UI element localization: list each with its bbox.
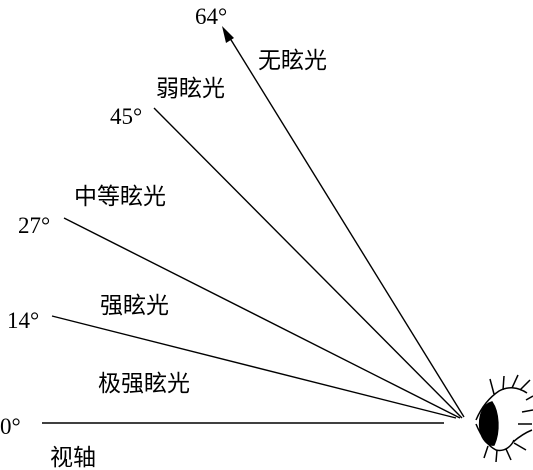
angle-label-0: 0° [0, 414, 21, 439]
ray-27-degree [63, 217, 461, 419]
zone-label-medium: 中等眩光 [74, 184, 166, 210]
ray-45-degree [153, 107, 463, 419]
angle-label-64: 64° [195, 4, 227, 29]
angle-label-14: 14° [7, 308, 39, 333]
arrow-head-icon [222, 26, 234, 43]
zone-label-none: 无眩光 [258, 48, 327, 74]
eye-icon [475, 374, 533, 463]
zone-label-very-strong: 极强眩光 [98, 371, 190, 397]
zone-label-weak: 弱眩光 [156, 76, 225, 102]
ray-14-degree [51, 315, 457, 419]
ray-64-degree [227, 34, 465, 418]
axis-label: 视轴 [50, 445, 96, 470]
zone-label-strong: 强眩光 [100, 293, 169, 319]
angle-label-45: 45° [110, 104, 142, 129]
angle-label-27: 27° [18, 213, 50, 238]
